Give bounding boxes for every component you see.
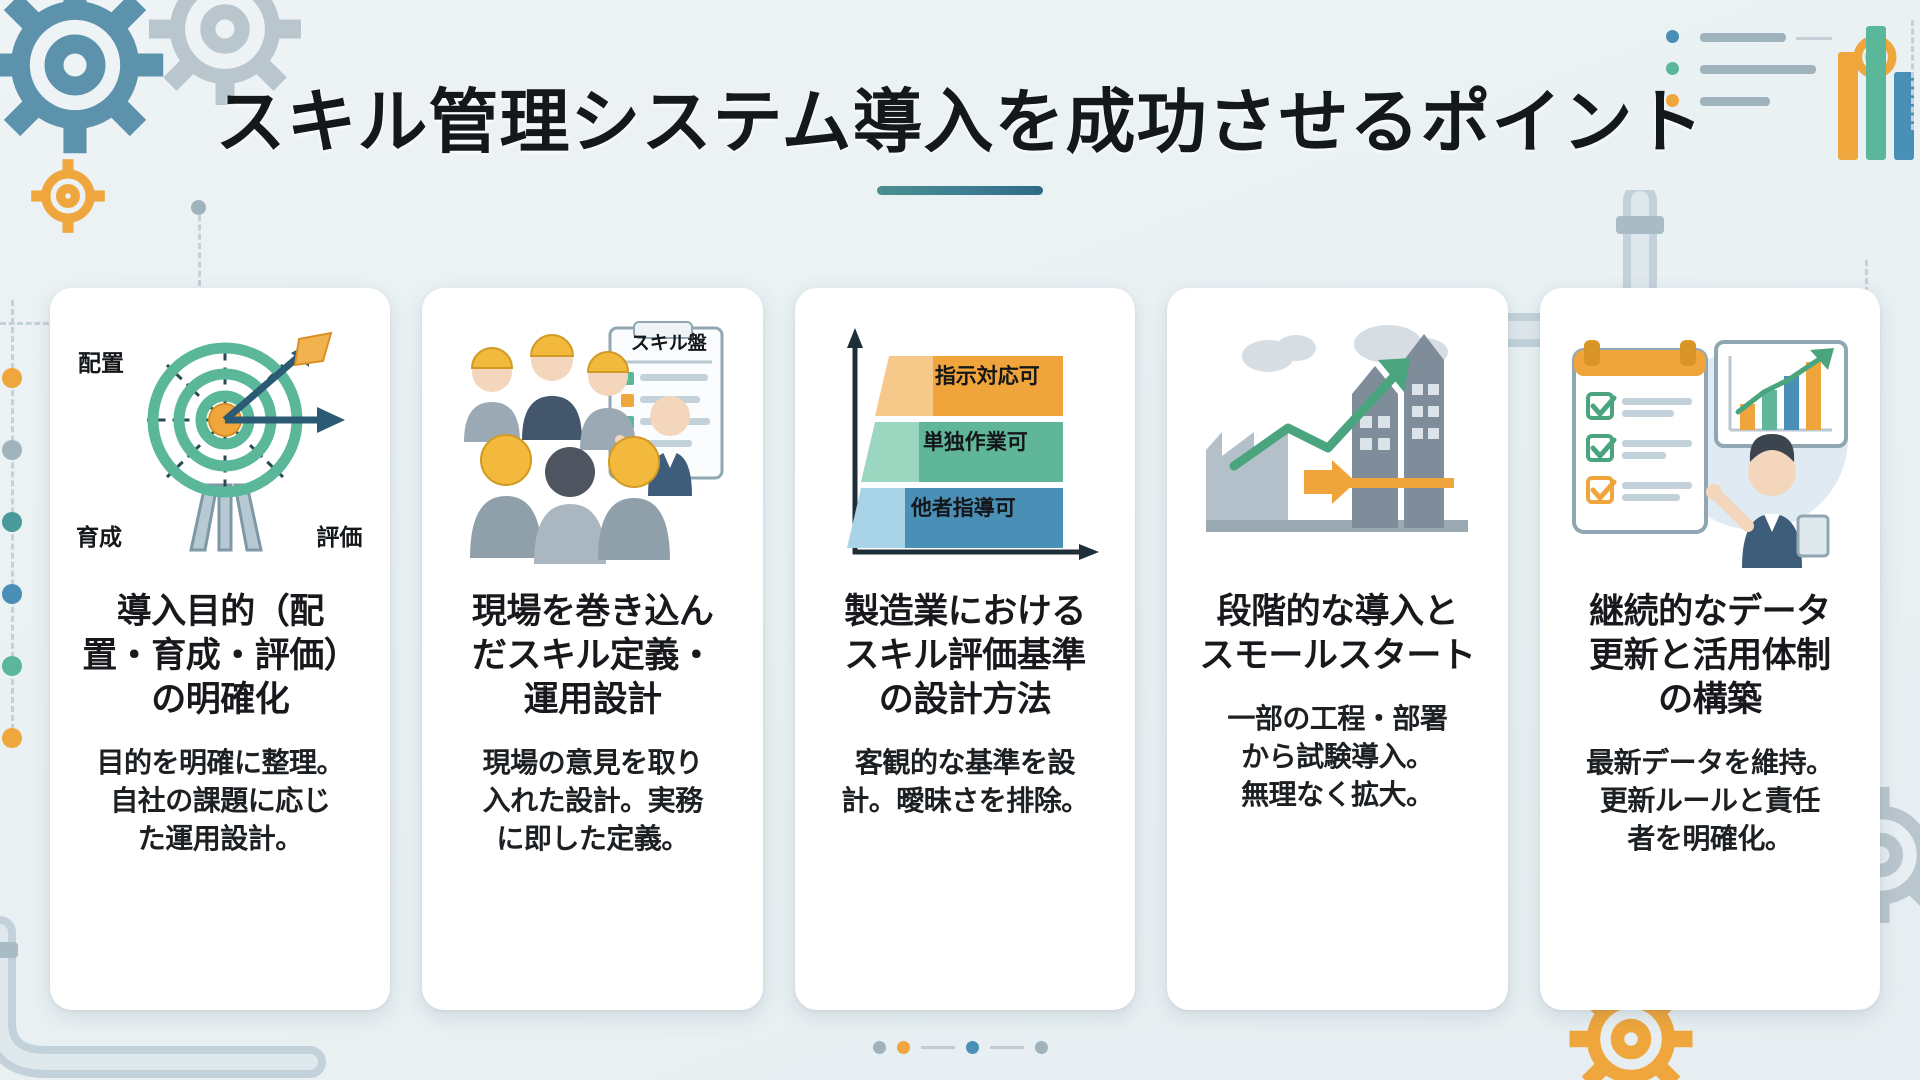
decor-dotted-line: [198, 206, 201, 286]
pager-dot-active[interactable]: [896, 1041, 910, 1054]
target-diagram-illustration: 配置 育成 評価: [64, 314, 376, 576]
card-title: 導入目的（配 置・育成・評価） の明確化: [82, 592, 359, 720]
pager-dot[interactable]: [872, 1041, 886, 1054]
point-card-3[interactable]: 指示対応可 単独作業可 他者指導可 製造業における スキル評価基準 の設計方法 …: [794, 288, 1136, 1010]
point-card-2[interactable]: スキル盤 現場を巻き込ん だスキル定義・ 運用設計 現場の意見を取り 入れた設計…: [422, 288, 763, 1010]
card-description: 目的を明確に整理。 自社の課題に応じ た運用設計。: [96, 747, 344, 855]
points-card-list: 配置 育成 評価 導入目的（配 置・育成・評価） の明確化 目的を明確に整理。 …: [50, 288, 1881, 1010]
pyramid-tier-top-label: 指示対応可: [934, 365, 1040, 388]
target-label-bottom-left: 育成: [76, 524, 122, 550]
pager-dot[interactable]: [965, 1041, 979, 1054]
card-description: 一部の工程・部署 から試験導入。 無理なく拡大。: [1227, 703, 1448, 811]
card-title: 現場を巻き込ん だスキル定義・ 運用設計: [471, 592, 714, 720]
title-underline: [877, 185, 1043, 195]
card-title: 製造業における スキル評価基準 の設計方法: [844, 592, 1086, 720]
team-board-icon: [463, 321, 724, 564]
card-title: 段階的な導入と スモールスタート: [1199, 592, 1476, 676]
page-title: スキル管理システム導入を成功させるポイント: [215, 83, 1705, 161]
card-title: 継続的なデータ 更新と活用体制 の構築: [1589, 592, 1831, 720]
pyramid-chart-icon: [847, 328, 1100, 560]
target-label-bottom-right: 評価: [316, 524, 363, 550]
pager-bar: [989, 1046, 1024, 1049]
card-description: 最新データを維持。 更新ルールと責任 者を明確化。: [1586, 747, 1834, 855]
pyramid-tier-bottom-label: 他者指導可: [910, 497, 1016, 520]
slide-header: スキル管理システム導入を成功させるポイント: [0, 83, 1920, 195]
pager-dot[interactable]: [1034, 1041, 1048, 1054]
pager-bar: [920, 1046, 955, 1049]
gear-icon: [1836, 18, 1914, 96]
point-card-1[interactable]: 配置 育成 評価 導入目的（配 置・育成・評価） の明確化 目的を明確に整理。 …: [50, 288, 391, 1010]
target-icon: [147, 331, 346, 552]
skill-pyramid-chart: 指示対応可 単独作業可 他者指導可: [809, 314, 1121, 576]
decor-dotted-line: [11, 300, 14, 730]
team-meeting-illustration: スキル盤: [436, 314, 748, 576]
checklist-presenter-illustration: [1554, 314, 1866, 576]
pyramid-tier-middle-label: 単独作業可: [922, 431, 1028, 454]
decor-dot: [191, 200, 206, 215]
card-description: 現場の意見を取り 入れた設計。実務 に即した定義。: [482, 747, 704, 855]
checklist-chart-icon: [1571, 340, 1848, 568]
factory-icon: [1206, 325, 1469, 532]
factory-growth-illustration: [1181, 314, 1493, 576]
board-heading-label: スキル盤: [630, 333, 707, 354]
target-label-top-left: 配置: [78, 350, 124, 376]
point-card-5[interactable]: 継続的なデータ 更新と活用体制 の構築 最新データを維持。 更新ルールと責任 者…: [1539, 288, 1881, 1010]
point-card-4[interactable]: 段階的な導入と スモールスタート 一部の工程・部署 から試験導入。 無理なく拡大…: [1167, 288, 1508, 1010]
slide-pager[interactable]: [0, 1041, 1920, 1054]
card-description: 客観的な基準を設 計。曖昧さを排除。: [841, 747, 1089, 817]
